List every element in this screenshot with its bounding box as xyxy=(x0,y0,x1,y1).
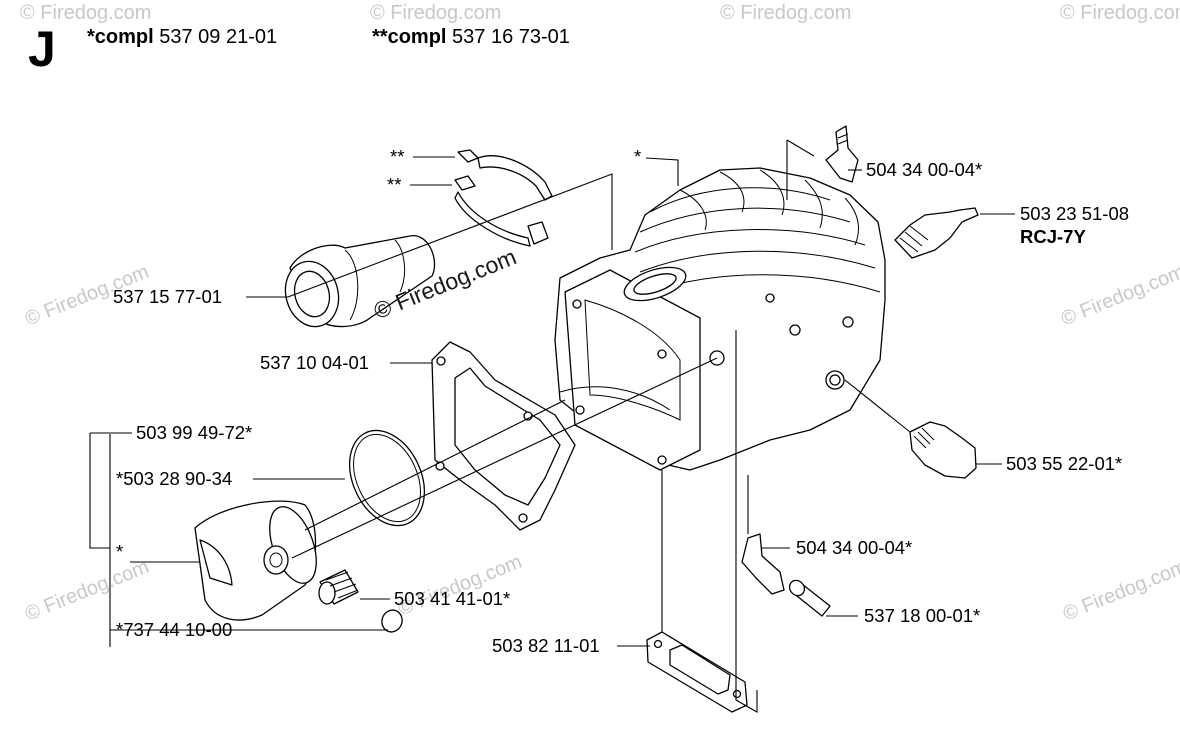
section-letter: J xyxy=(28,21,56,77)
header-compl-2: **compl 537 16 73-01 xyxy=(372,26,570,49)
label-clamp-star-2: ** xyxy=(387,174,402,195)
label-gasket-intake: 537 10 04-01 xyxy=(260,352,370,373)
watermark: © Firedog.com xyxy=(720,2,852,24)
label-decomp-valve: 503 55 22-01* xyxy=(1006,453,1123,474)
clamp-lower xyxy=(454,175,549,247)
label-ring: *503 28 90-34 xyxy=(116,468,233,489)
cylinder xyxy=(554,167,886,471)
circlip xyxy=(381,609,403,633)
leader-lines xyxy=(89,139,1015,713)
intake-gasket xyxy=(431,341,576,531)
header-compl-1: *compl 537 09 21-01 xyxy=(87,26,277,49)
elbow-fitting-top xyxy=(825,125,859,183)
label-hose: 537 18 00-01* xyxy=(864,605,981,626)
spark-plug xyxy=(894,207,979,259)
watermark: © Firedog.com xyxy=(370,2,502,24)
label-piston-star: * xyxy=(116,541,124,562)
label-piston-kit: 503 99 49-72* xyxy=(136,422,253,443)
label-circlip: *737 44 10-00 xyxy=(116,619,233,640)
label-base-gasket: 503 82 11-01 xyxy=(492,635,600,656)
header-number: 537 16 73-01 xyxy=(452,26,570,48)
elbow-fitting-bottom xyxy=(741,533,785,595)
label-elbow-bottom: 504 34 00-04* xyxy=(796,537,913,558)
header-prefix: **compl xyxy=(372,26,447,48)
clamp-upper xyxy=(457,149,553,201)
piston-ring xyxy=(348,429,426,527)
watermark: © Firedog.com xyxy=(20,2,152,24)
label-cylinder-star: * xyxy=(634,146,642,167)
base-gasket xyxy=(646,631,748,713)
decompression-valve xyxy=(909,421,977,479)
label-elbow-top: 504 34 00-04* xyxy=(866,159,983,180)
label-bearing: 503 41 41-01* xyxy=(394,588,511,609)
label-intake: 537 15 77-01 xyxy=(113,286,223,307)
piston xyxy=(194,500,317,621)
needle-bearing xyxy=(318,569,359,605)
header-number: 537 09 21-01 xyxy=(159,26,278,48)
header-prefix: *compl xyxy=(87,26,154,48)
label-clamp-star-1: ** xyxy=(390,146,405,167)
intake-manifold xyxy=(284,235,436,328)
watermark: © Firedog.com xyxy=(1060,2,1180,24)
hose xyxy=(788,579,831,617)
label-spark-plug-type: RCJ-7Y xyxy=(1020,226,1086,247)
label-spark-plug: 503 23 51-08 xyxy=(1020,203,1130,224)
